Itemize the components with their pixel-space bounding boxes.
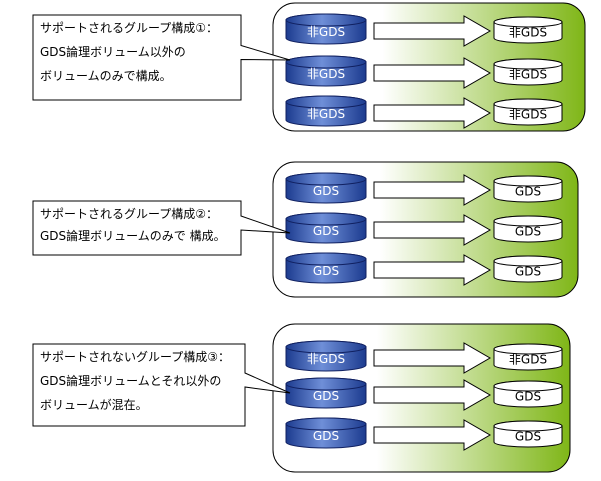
cylinder-label: GDS	[515, 430, 541, 444]
callout-line: ボリュームが混在。	[40, 397, 148, 412]
target-volume: GDS	[493, 175, 563, 203]
callout-line: サポートされないグループ構成③：	[40, 350, 230, 364]
cylinder-label: GDS	[515, 390, 541, 404]
source-volume: 非GDS	[285, 13, 367, 45]
source-volume: GDS	[285, 212, 367, 244]
cylinder-label: GDS	[313, 429, 339, 443]
copy-arrow	[373, 419, 492, 451]
source-volume: GDS	[285, 377, 367, 409]
cylinder-label: GDS	[515, 185, 541, 199]
config-group-2: GDS GDS GDS GDS GDS GDS サポートされるグループ構成②： GDS論理ボリ…	[32, 161, 579, 298]
cylinder-label: 非GDS	[509, 108, 547, 122]
cylinder-label: GDS	[515, 225, 541, 239]
cylinder-label: 非GDS	[509, 26, 547, 40]
callout-line: GDS論理ボリュームのみで 構成。	[40, 228, 226, 243]
copy-row: 非GDS 非GDS	[285, 340, 563, 374]
cylinder-label: 非GDS	[307, 25, 345, 39]
copy-arrow	[373, 15, 492, 47]
copy-row: GDS GDS	[285, 212, 563, 246]
cylinder-top	[285, 95, 367, 109]
copy-arrow	[373, 254, 492, 286]
source-volume: 非GDS	[285, 340, 367, 372]
source-volume: GDS	[285, 417, 367, 449]
copy-row: GDS GDS	[285, 252, 563, 286]
copy-arrow	[373, 214, 492, 246]
cylinder-label: GDS	[313, 389, 339, 403]
cylinder-top	[493, 343, 563, 355]
cylinder-top	[285, 13, 367, 27]
cylinder-label: GDS	[313, 264, 339, 278]
cylinder-label: GDS	[515, 265, 541, 279]
source-volume: GDS	[285, 252, 367, 284]
copy-arrow	[373, 57, 492, 89]
copy-row: GDS GDS	[285, 417, 563, 451]
cylinder-top	[493, 380, 563, 392]
cylinder-top	[493, 58, 563, 70]
copy-arrow	[373, 97, 492, 129]
cylinder-top	[493, 420, 563, 432]
cylinder-label: 非GDS	[307, 352, 345, 366]
callout-box	[32, 14, 291, 101]
cylinder-top	[493, 98, 563, 110]
source-volume: 非GDS	[285, 95, 367, 127]
callout-line: サポートされるグループ構成①：	[40, 21, 218, 35]
cylinder-top	[493, 16, 563, 28]
callout-line: サポートされるグループ構成②：	[40, 207, 218, 221]
cylinder-label: 非GDS	[509, 68, 547, 82]
cylinder-top	[285, 172, 367, 186]
cylinder-top	[493, 175, 563, 187]
callout-line: GDS論理ボリュームとそれ以外の	[40, 373, 221, 388]
cylinder-top	[285, 340, 367, 354]
cylinder-top	[285, 55, 367, 69]
source-volume: 非GDS	[285, 55, 367, 87]
target-volume: 非GDS	[493, 98, 563, 126]
cylinder-label: GDS	[313, 224, 339, 238]
callout-box	[32, 343, 291, 427]
callout-box	[32, 200, 291, 256]
target-volume: GDS	[493, 420, 563, 448]
source-volume: GDS	[285, 172, 367, 204]
target-volume: GDS	[493, 380, 563, 408]
copy-arrow	[373, 174, 492, 206]
copy-arrow	[373, 342, 492, 374]
copy-row: 非GDS 非GDS	[285, 55, 563, 89]
cylinder-label: 非GDS	[509, 353, 547, 367]
copy-row: GDS GDS	[285, 172, 563, 206]
cylinder-top	[285, 377, 367, 391]
cylinder-top	[285, 252, 367, 266]
copy-row: GDS GDS	[285, 377, 563, 411]
cylinder-label: 非GDS	[307, 107, 345, 121]
callout: サポートされるグループ構成②： GDS論理ボリュームのみで 構成。	[32, 200, 291, 256]
cylinder-top	[493, 215, 563, 227]
target-volume: 非GDS	[493, 343, 563, 371]
target-volume: 非GDS	[493, 16, 563, 44]
target-volume: GDS	[493, 215, 563, 243]
cylinder-top	[285, 417, 367, 431]
callout-line: GDS論理ボリューム以外の	[40, 44, 186, 59]
target-volume: GDS	[493, 255, 563, 283]
copy-row: 非GDS 非GDS	[285, 95, 563, 129]
copy-row: 非GDS 非GDS	[285, 13, 563, 47]
callout-line: ボリュームのみで構成。	[40, 69, 172, 83]
copy-arrow	[373, 379, 492, 411]
cylinder-label: 非GDS	[307, 67, 345, 81]
target-volume: 非GDS	[493, 58, 563, 86]
config-group-3: 非GDS 非GDS GDS GDS GDS GDS サポートされないグループ構成③： GDS論…	[32, 323, 571, 473]
cylinder-top	[493, 255, 563, 267]
cylinder-label: GDS	[313, 184, 339, 198]
cylinder-top	[285, 212, 367, 226]
config-group-1: 非GDS 非GDS 非GDS 非GDS 非GDS 非GDS サポートされるグループ構成①： G…	[32, 2, 586, 132]
callout: サポートされないグループ構成③： GDS論理ボリュームとそれ以外のボリュームが混在…	[32, 343, 291, 427]
